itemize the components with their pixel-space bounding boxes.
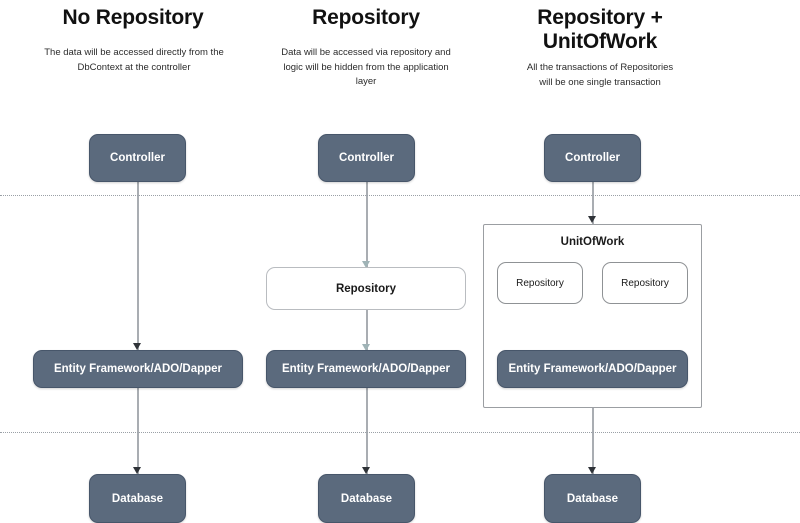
connector-unitofwork-to-database-col3 bbox=[592, 408, 594, 474]
arrowhead-repository-col2 bbox=[362, 261, 371, 268]
connector-data-access-to-database-col2 bbox=[366, 388, 368, 474]
column-title-repository: Repository bbox=[312, 6, 420, 29]
connector-controller-to-unitofwork-col3 bbox=[592, 182, 594, 224]
arrowhead-data-access-col2 bbox=[362, 344, 371, 351]
column-subtitle-repository: Data will be accessed via repository and… bbox=[281, 47, 451, 88]
group-unitofwork-title: UnitOfWork bbox=[560, 236, 625, 248]
column-subtitle-repository-unitofwork: All the transactions of Repositories wil… bbox=[526, 62, 674, 88]
connector-controller-to-repository-col2 bbox=[366, 182, 368, 267]
node-data-access-col1[interactable]: Entity Framework/ADO/Dapper bbox=[33, 350, 243, 388]
arrowhead-database-col2 bbox=[362, 467, 371, 474]
column-subtitle-no-repository: The data will be accessed directly from … bbox=[44, 47, 224, 73]
node-controller-col2[interactable]: Controller bbox=[318, 134, 415, 182]
arrowhead-data-access-col1 bbox=[133, 343, 142, 350]
node-data-access-col3[interactable]: Entity Framework/ADO/Dapper bbox=[497, 350, 688, 388]
column-title-repository-unitofwork: Repository + UnitOfWork bbox=[537, 6, 663, 53]
node-controller-col3[interactable]: Controller bbox=[544, 134, 641, 182]
column-title-no-repository: No Repository bbox=[62, 6, 204, 29]
connector-data-access-to-database-col1 bbox=[137, 388, 139, 474]
arrowhead-unitofwork-col3 bbox=[588, 216, 597, 223]
connector-controller-to-data-access-col1 bbox=[137, 182, 139, 350]
node-database-col2[interactable]: Database bbox=[318, 474, 415, 523]
node-controller-col1[interactable]: Controller bbox=[89, 134, 186, 182]
divider-data-layer bbox=[0, 432, 800, 433]
node-repository-1-col3[interactable]: Repository bbox=[497, 262, 583, 304]
node-repository-2-col3[interactable]: Repository bbox=[602, 262, 688, 304]
node-database-col1[interactable]: Database bbox=[89, 474, 186, 523]
node-repository-col2[interactable]: Repository bbox=[266, 267, 466, 310]
node-data-access-col2[interactable]: Entity Framework/ADO/Dapper bbox=[266, 350, 466, 388]
arrowhead-database-col3 bbox=[588, 467, 597, 474]
arrowhead-database-col1 bbox=[133, 467, 142, 474]
connector-repository-to-data-access-col2 bbox=[366, 310, 368, 352]
divider-presentation-layer bbox=[0, 195, 800, 196]
node-database-col3[interactable]: Database bbox=[544, 474, 641, 523]
